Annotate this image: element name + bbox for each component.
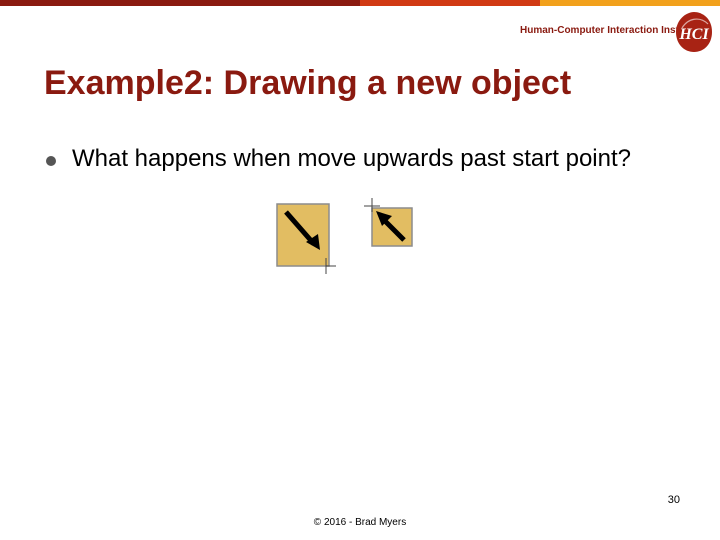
crosshair-cursor-icon [364, 198, 380, 212]
top-bar-segment-orange [360, 0, 540, 6]
arrow-up-left-icon [376, 211, 406, 242]
drawing-downward-figure [276, 203, 336, 274]
hci-logo: HCI [676, 12, 712, 52]
top-bar-segment-yellow [540, 0, 720, 6]
bullet-marker [46, 156, 56, 166]
logo-text: HCI [678, 26, 709, 43]
arrow-down-right-icon [284, 210, 320, 250]
crosshair-cursor-icon [325, 258, 336, 274]
page-number: 30 [667, 494, 680, 506]
slide-title: Example2: Drawing a new object [44, 64, 572, 102]
institute-name: Human-Computer Interaction Institute [520, 25, 701, 36]
bullet-text: What happens when move upwards past star… [72, 145, 631, 172]
top-color-bar [0, 0, 720, 6]
drawing-upward-figure [364, 198, 413, 247]
top-bar-segment-dark-red [0, 0, 360, 6]
copyright-footer: © 2016 - Brad Myers [313, 517, 407, 528]
